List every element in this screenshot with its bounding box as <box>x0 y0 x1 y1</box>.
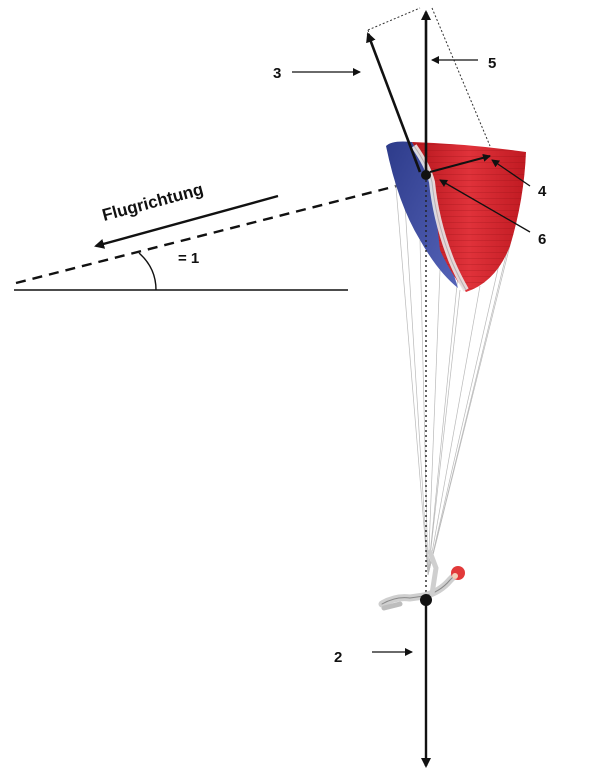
flight-path-line <box>15 178 421 285</box>
callout-label-5: 5 <box>488 55 496 72</box>
callout-arrow-4 <box>491 159 531 187</box>
flight-direction-label: Flugrichtung <box>100 180 205 225</box>
flight-direction-arrow <box>94 194 279 249</box>
callout-label-3: 3 <box>273 65 281 82</box>
callout-label-4: 4 <box>538 183 547 200</box>
glide-angle-arc <box>138 252 157 291</box>
drag-vector-arrow <box>429 153 491 173</box>
callout-label-6: 6 <box>538 231 546 248</box>
callout-arrow-6 <box>439 179 531 233</box>
glide-angle-label: = 1 <box>178 250 199 267</box>
callout-label-2: 2 <box>334 649 342 666</box>
force-parallelogram <box>367 7 491 147</box>
resultant-vector-arrow <box>366 32 422 173</box>
pressure-point-dot <box>421 170 431 180</box>
